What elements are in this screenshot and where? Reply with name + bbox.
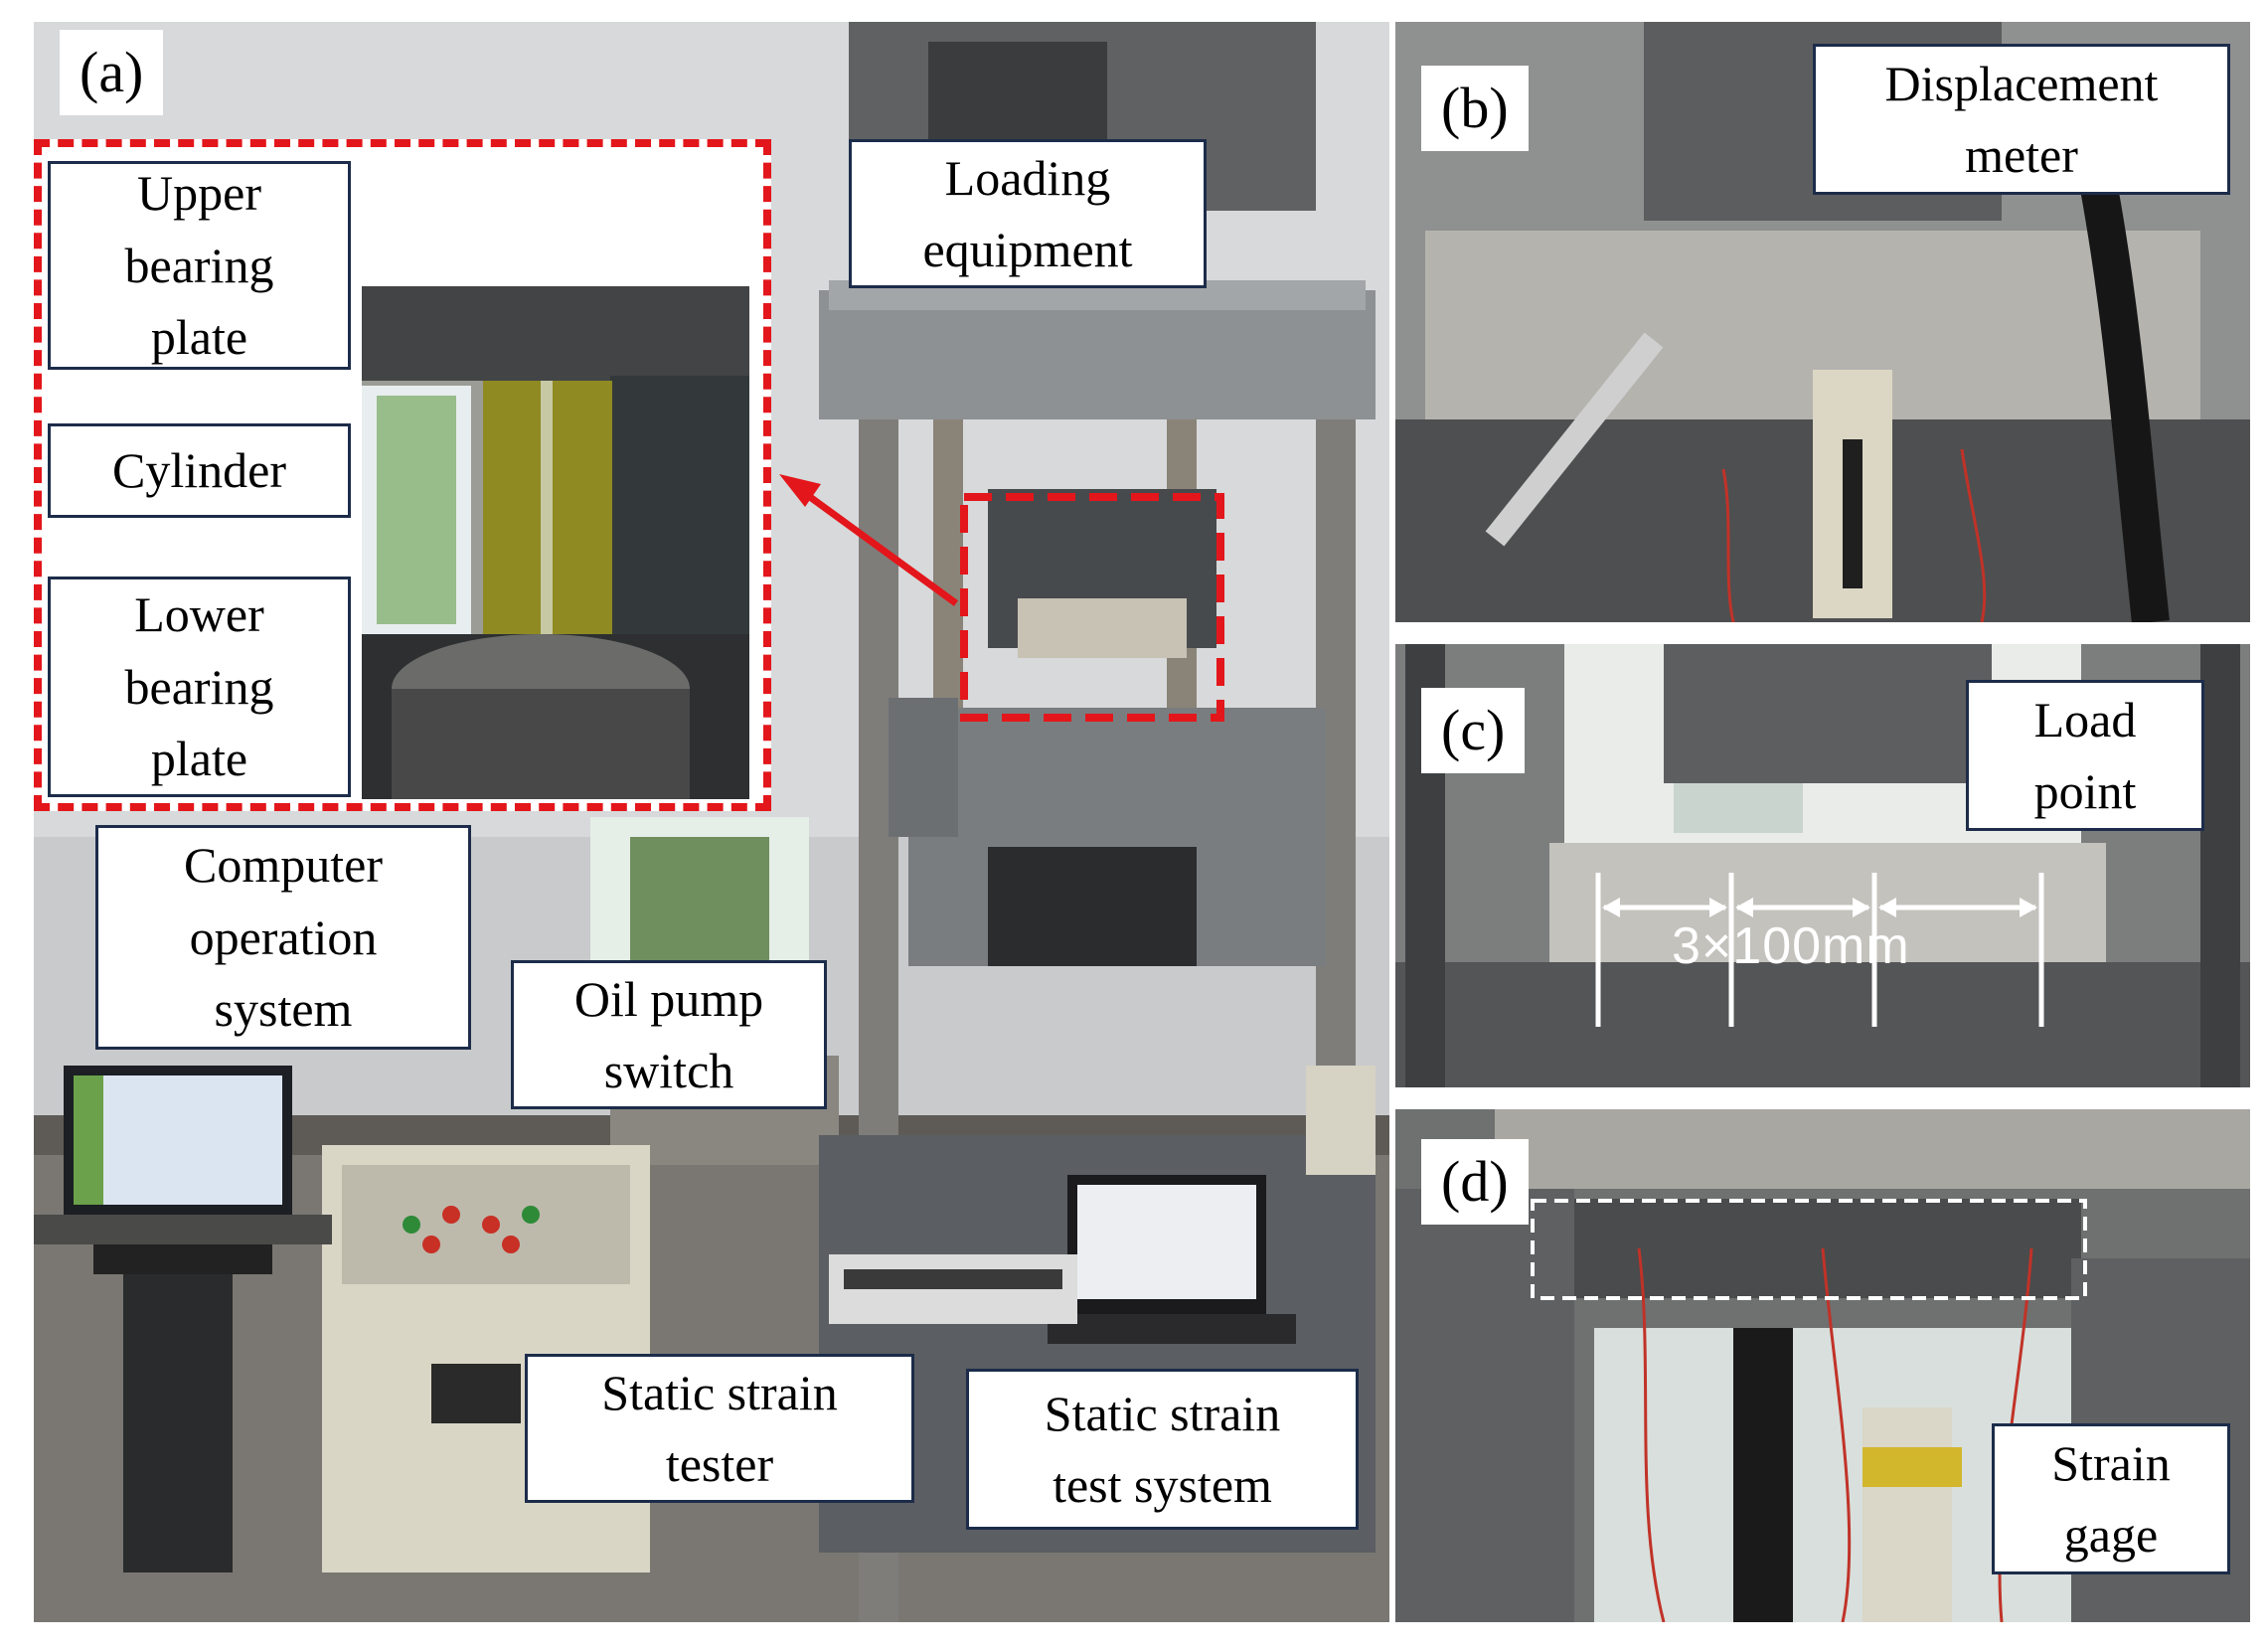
callout-load-point-text: Load point: [2033, 691, 2137, 820]
panel-d: (d) Strain gage: [1395, 1109, 2250, 1622]
callout-static-strain-test-system: Static strain test system: [966, 1369, 1359, 1530]
panel-d-label: (d): [1421, 1139, 1529, 1225]
panel-b: (b) Displacement meter: [1395, 22, 2250, 622]
callout-oil-pump-switch-text: Oil pump switch: [573, 970, 764, 1099]
panel-a-label: (a): [60, 30, 164, 115]
panel-c: (c) 3×100mm Load point: [1395, 644, 2250, 1087]
callout-static-strain-tester: Static strain tester: [525, 1354, 914, 1503]
callout-static-strain-tester-text: Static strain tester: [601, 1364, 838, 1493]
callout-computer-operation-system: Computer operation system: [95, 825, 471, 1050]
callout-computer-operation-system-text: Computer operation system: [184, 837, 383, 1038]
inset-cylinder-photo: [362, 286, 749, 799]
callout-lower-bearing-plate-text: Lower bearing plate: [124, 586, 274, 787]
dimension-label: 3×100mm: [1672, 917, 1910, 975]
callout-oil-pump-switch: Oil pump switch: [511, 960, 827, 1109]
callout-upper-bearing-plate: Upper bearing plate: [48, 161, 351, 370]
callout-strain-gage-text: Strain gage: [2051, 1434, 2171, 1564]
callout-displacement-meter-text: Displacement meter: [1884, 55, 2159, 184]
callout-displacement-meter: Displacement meter: [1813, 44, 2230, 195]
panel-a: (a) Upper bearing plate Cylinder Lower b…: [34, 22, 1389, 1622]
callout-lower-bearing-plate: Lower bearing plate: [48, 577, 351, 797]
callout-loading-equipment: Loading equipment: [849, 139, 1207, 288]
callout-load-point: Load point: [1966, 680, 2204, 831]
callout-cylinder-text: Cylinder: [112, 442, 286, 499]
callout-static-strain-test-system-text: Static strain test system: [1044, 1385, 1281, 1514]
callout-upper-bearing-plate-text: Upper bearing plate: [124, 165, 274, 366]
callout-cylinder: Cylinder: [48, 423, 351, 518]
panel-b-label: (b): [1421, 66, 1529, 151]
panel-c-label: (c): [1421, 688, 1526, 773]
callout-strain-gage: Strain gage: [1992, 1423, 2230, 1574]
callout-loading-equipment-text: Loading equipment: [922, 149, 1133, 278]
